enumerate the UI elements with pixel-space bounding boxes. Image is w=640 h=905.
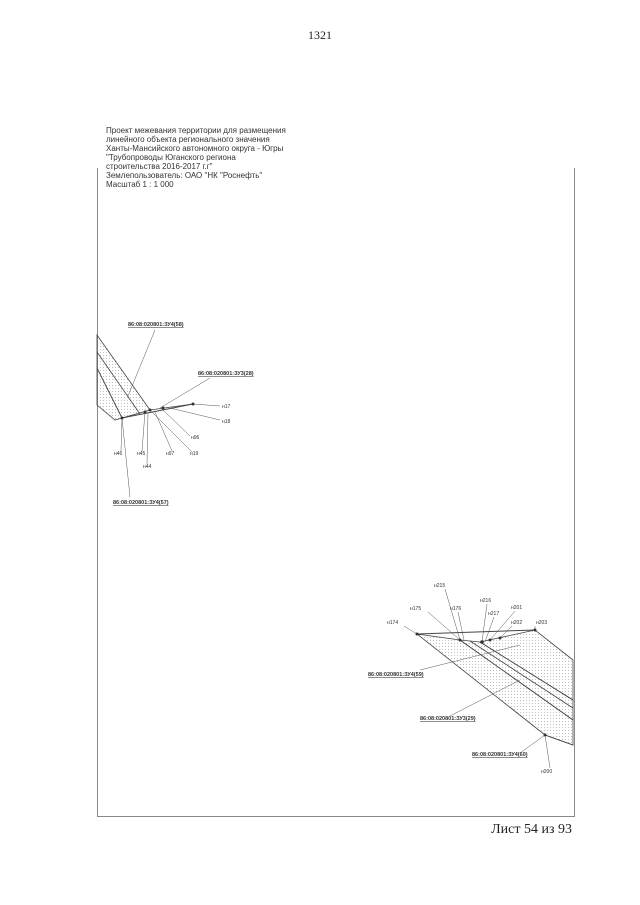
point-label-n19: н19 (190, 451, 199, 457)
point-label-n176: н176 (450, 606, 461, 612)
parcel-label-60: 86:08:020801:ЗУ4(60) (472, 752, 528, 758)
point-label-n18: н18 (222, 419, 231, 425)
parcel-label-28: 86:08:020801:ЗУ3(28) (198, 371, 254, 377)
corridor-upper-left (96, 333, 194, 421)
boundary-points-lower-right (415, 628, 547, 737)
parcel-area-59 (415, 633, 574, 746)
caption-line: Землепользователь: ОАО "НК "Роснефть" (106, 171, 263, 180)
leaders-upper-left (120, 329, 221, 498)
caption-line: "Трубопроводы Юганского региона (106, 153, 236, 162)
point-label-n200: н200 (541, 769, 552, 775)
point-label-n17: н17 (222, 404, 231, 410)
parcel-label-58: 86:08:020801:ЗУ4(58) (128, 322, 184, 328)
point-label-n175: н175 (410, 606, 421, 612)
parcel-area-28 (96, 367, 123, 421)
point-label-n201: н201 (511, 605, 522, 611)
caption-line: строительства 2016-2017 г.г" (106, 162, 213, 171)
point-label-n202: н202 (511, 620, 522, 626)
point-label-n97: н97 (166, 451, 175, 457)
caption-line: Масштаб 1 : 1 000 (106, 180, 174, 189)
leaders-lower-right (403, 588, 551, 769)
sheet-label: Лист 54 из 93 (491, 822, 572, 837)
point-label-n203: н203 (536, 620, 547, 626)
caption-line: Ханты-Мансийского автономного округа - Ю… (106, 144, 284, 153)
point-label-n216: н216 (480, 598, 491, 604)
parcel-label-29: 86:08:020801:ЗУ3(29) (420, 716, 476, 722)
parcel-label-59: 86:08:020801:ЗУ4(59) (368, 672, 424, 678)
corridor-lower-right (415, 629, 574, 746)
parcel-label-57: 86:08:020801:ЗУ4(57) (113, 500, 169, 506)
map-frame (97, 168, 575, 817)
caption-line: Проект межевания территории для размещен… (106, 126, 286, 135)
point-label-n96: н96 (191, 435, 200, 441)
caption-line: линейного объекта регионального значения (106, 135, 270, 144)
map-caption: Проект межевания территории для размещен… (106, 126, 286, 189)
point-label-n46: н46 (114, 451, 123, 457)
page-number: 1321 (308, 28, 332, 42)
point-label-n44: н44 (143, 464, 152, 470)
parcel-area-60 (478, 629, 574, 701)
point-label-n217: н217 (488, 611, 499, 617)
point-label-n174: н174 (387, 620, 398, 626)
boundary-points-upper-left (120, 402, 195, 420)
point-label-n215: н215 (434, 583, 445, 589)
point-label-n45: н45 (137, 451, 146, 457)
